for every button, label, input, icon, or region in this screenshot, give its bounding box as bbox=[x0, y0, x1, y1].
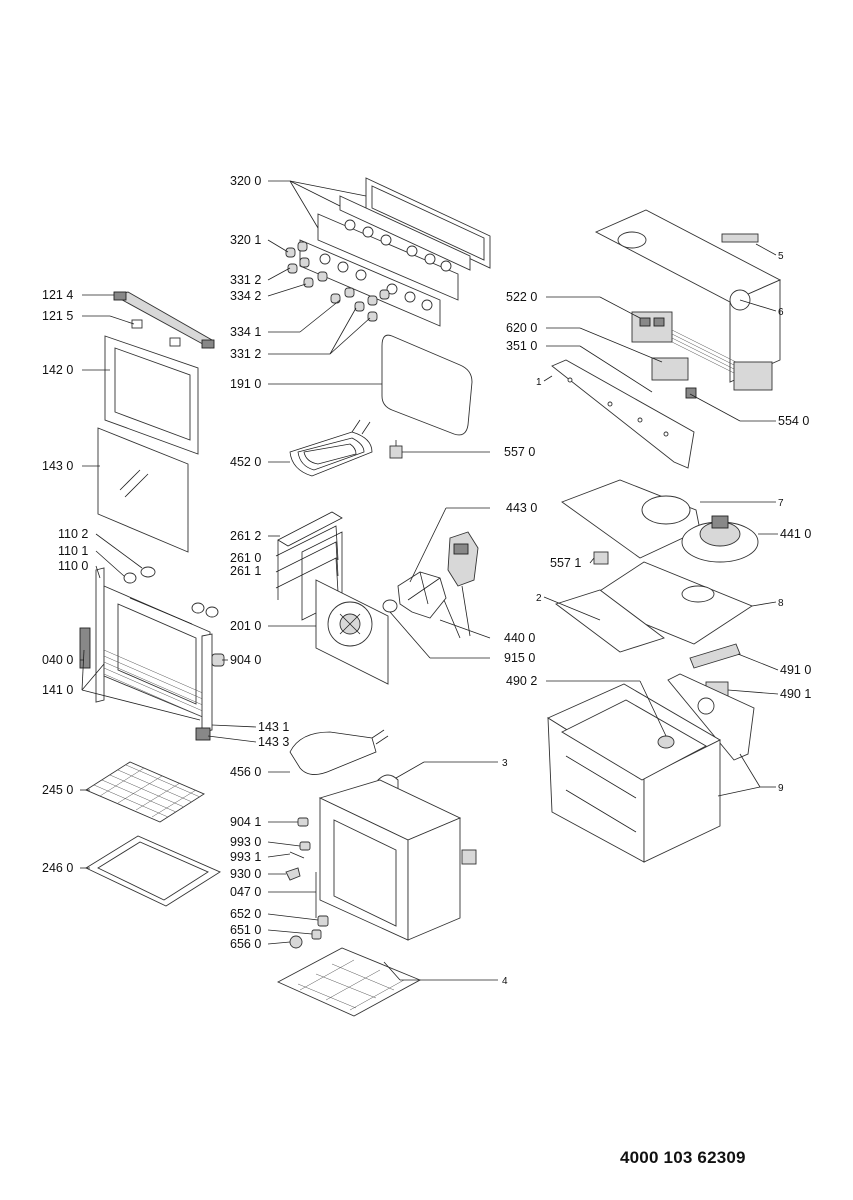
label-9: 9 bbox=[778, 783, 784, 794]
label-121-4: 121 4 bbox=[42, 288, 73, 302]
label-4: 4 bbox=[502, 976, 508, 987]
label-930-0: 930 0 bbox=[230, 867, 261, 881]
oven-cavity bbox=[318, 779, 477, 941]
inner-door-glass bbox=[97, 427, 189, 553]
label-441-0: 441 0 bbox=[780, 527, 811, 541]
label-142-0: 142 0 bbox=[42, 363, 73, 377]
label-557-1: 557 1 bbox=[550, 556, 581, 570]
label-143-3: 143 3 bbox=[258, 735, 289, 749]
top-cover-plate bbox=[594, 209, 782, 383]
label-554-0: 554 0 bbox=[778, 414, 809, 428]
label-351-0: 351 0 bbox=[506, 339, 537, 353]
label-110-0: 110 0 bbox=[58, 559, 88, 573]
bottom-tray bbox=[276, 947, 422, 1017]
control-knobs bbox=[285, 241, 390, 322]
label-491-0: 491 0 bbox=[780, 663, 811, 677]
label-904-1: 904 1 bbox=[230, 815, 261, 829]
label-334-2: 334 2 bbox=[230, 289, 261, 303]
label-651-0: 651 0 bbox=[230, 923, 261, 937]
terminal-block-491 bbox=[689, 643, 741, 669]
cooling-fan-441 bbox=[681, 515, 759, 563]
label-320-1: 320 1 bbox=[230, 233, 261, 247]
label-557-0: 557 0 bbox=[504, 445, 535, 459]
label-245-0: 245 0 bbox=[42, 783, 73, 797]
label-320-0: 320 0 bbox=[230, 174, 261, 188]
label-261-2: 261 2 bbox=[230, 529, 261, 543]
leader-lines bbox=[80, 180, 779, 981]
back-panel bbox=[315, 579, 389, 685]
label-5: 5 bbox=[778, 251, 784, 262]
label-904-0: 904 0 bbox=[230, 653, 261, 667]
wire-shelf bbox=[85, 761, 205, 823]
label-6: 6 bbox=[778, 307, 784, 318]
air-duct-8 bbox=[555, 561, 753, 653]
label-456-0: 456 0 bbox=[230, 765, 261, 779]
label-047-0: 047 0 bbox=[230, 885, 261, 899]
label-490-1: 490 1 bbox=[780, 687, 811, 701]
back-panel-9 bbox=[667, 673, 755, 761]
label-915-0: 915 0 bbox=[504, 651, 535, 665]
door-spacers bbox=[123, 566, 219, 618]
label-656-0: 656 0 bbox=[230, 937, 261, 951]
label-121-5: 121 5 bbox=[42, 309, 73, 323]
label-040-0: 040 0 bbox=[42, 653, 73, 667]
label-3: 3 bbox=[502, 758, 508, 769]
bracket-1 bbox=[551, 359, 695, 469]
label-620-0: 620 0 bbox=[506, 321, 537, 335]
label-1: 1 bbox=[536, 377, 542, 388]
control-panel-frame bbox=[299, 177, 491, 327]
label-143-1: 143 1 bbox=[258, 720, 289, 734]
label-993-1: 993 1 bbox=[230, 850, 261, 864]
label-141-0: 141 0 bbox=[42, 683, 73, 697]
label-246-0: 246 0 bbox=[42, 861, 73, 875]
label-110-2: 110 2 bbox=[58, 527, 88, 541]
fan-motor bbox=[382, 531, 479, 619]
thermostat-557-1 bbox=[593, 551, 609, 565]
label-331-2-a: 331 2 bbox=[230, 273, 261, 287]
thermostat-557-0 bbox=[389, 440, 403, 459]
label-2: 2 bbox=[536, 593, 542, 604]
label-334-1: 334 1 bbox=[230, 325, 261, 339]
small-parts bbox=[285, 817, 329, 949]
door-frame bbox=[79, 567, 213, 741]
label-191-0: 191 0 bbox=[230, 377, 261, 391]
fan-housing-7 bbox=[561, 479, 701, 559]
label-143-0: 143 0 bbox=[42, 459, 73, 473]
label-452-0: 452 0 bbox=[230, 455, 261, 469]
lower-heating-element bbox=[289, 729, 389, 775]
outer-door-glass bbox=[104, 335, 199, 455]
label-490-2: 490 2 bbox=[506, 674, 537, 688]
label-443-0: 443 0 bbox=[506, 501, 537, 515]
label-7: 7 bbox=[778, 498, 784, 509]
baking-tray bbox=[85, 835, 221, 907]
label-201-0: 201 0 bbox=[230, 619, 261, 633]
label-8: 8 bbox=[778, 598, 784, 609]
outer-casing bbox=[547, 683, 721, 863]
label-652-0: 652 0 bbox=[230, 907, 261, 921]
door-seal bbox=[381, 334, 473, 436]
label-261-1: 261 1 bbox=[230, 564, 261, 578]
part-number-labels: 320 0 320 1 331 2 334 2 334 1 331 2 191 … bbox=[42, 174, 811, 987]
label-522-0: 522 0 bbox=[506, 290, 537, 304]
grill-element bbox=[289, 419, 373, 477]
label-110-1: 110 1 bbox=[58, 544, 88, 558]
label-331-2-b: 331 2 bbox=[230, 347, 261, 361]
document-number: 4000 103 62309 bbox=[620, 1148, 746, 1167]
door-handle bbox=[113, 291, 215, 349]
wiring-loom bbox=[651, 329, 773, 399]
label-440-0: 440 0 bbox=[504, 631, 535, 645]
label-993-0: 993 0 bbox=[230, 835, 261, 849]
label-261-0: 261 0 bbox=[230, 551, 261, 565]
